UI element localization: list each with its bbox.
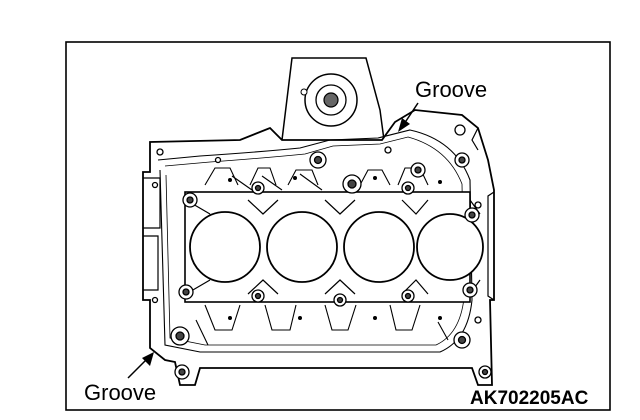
groove-callout-top: Groove (415, 77, 488, 102)
right-flange (471, 127, 495, 301)
passage-holes (228, 176, 442, 320)
mount-boss-hole (323, 92, 339, 108)
cylinder-bore-4 (416, 213, 484, 281)
groove-callout-bottom: Groove (84, 380, 157, 405)
mount-boss-small-hole (300, 88, 308, 96)
left-flange (143, 177, 161, 291)
groove-line-inner (164, 136, 465, 346)
figure-code: AK702205AC (470, 388, 589, 409)
cylinder-bore-2 (266, 211, 338, 283)
groove-arrow-top (398, 102, 419, 132)
figure-frame (65, 41, 611, 411)
bolt-holes (151, 124, 492, 380)
groove-arrow-bottom (127, 352, 154, 379)
cylinder-bore-1 (189, 211, 261, 283)
bottom-ribs (195, 304, 449, 346)
cylinder-bore-3 (343, 211, 415, 283)
